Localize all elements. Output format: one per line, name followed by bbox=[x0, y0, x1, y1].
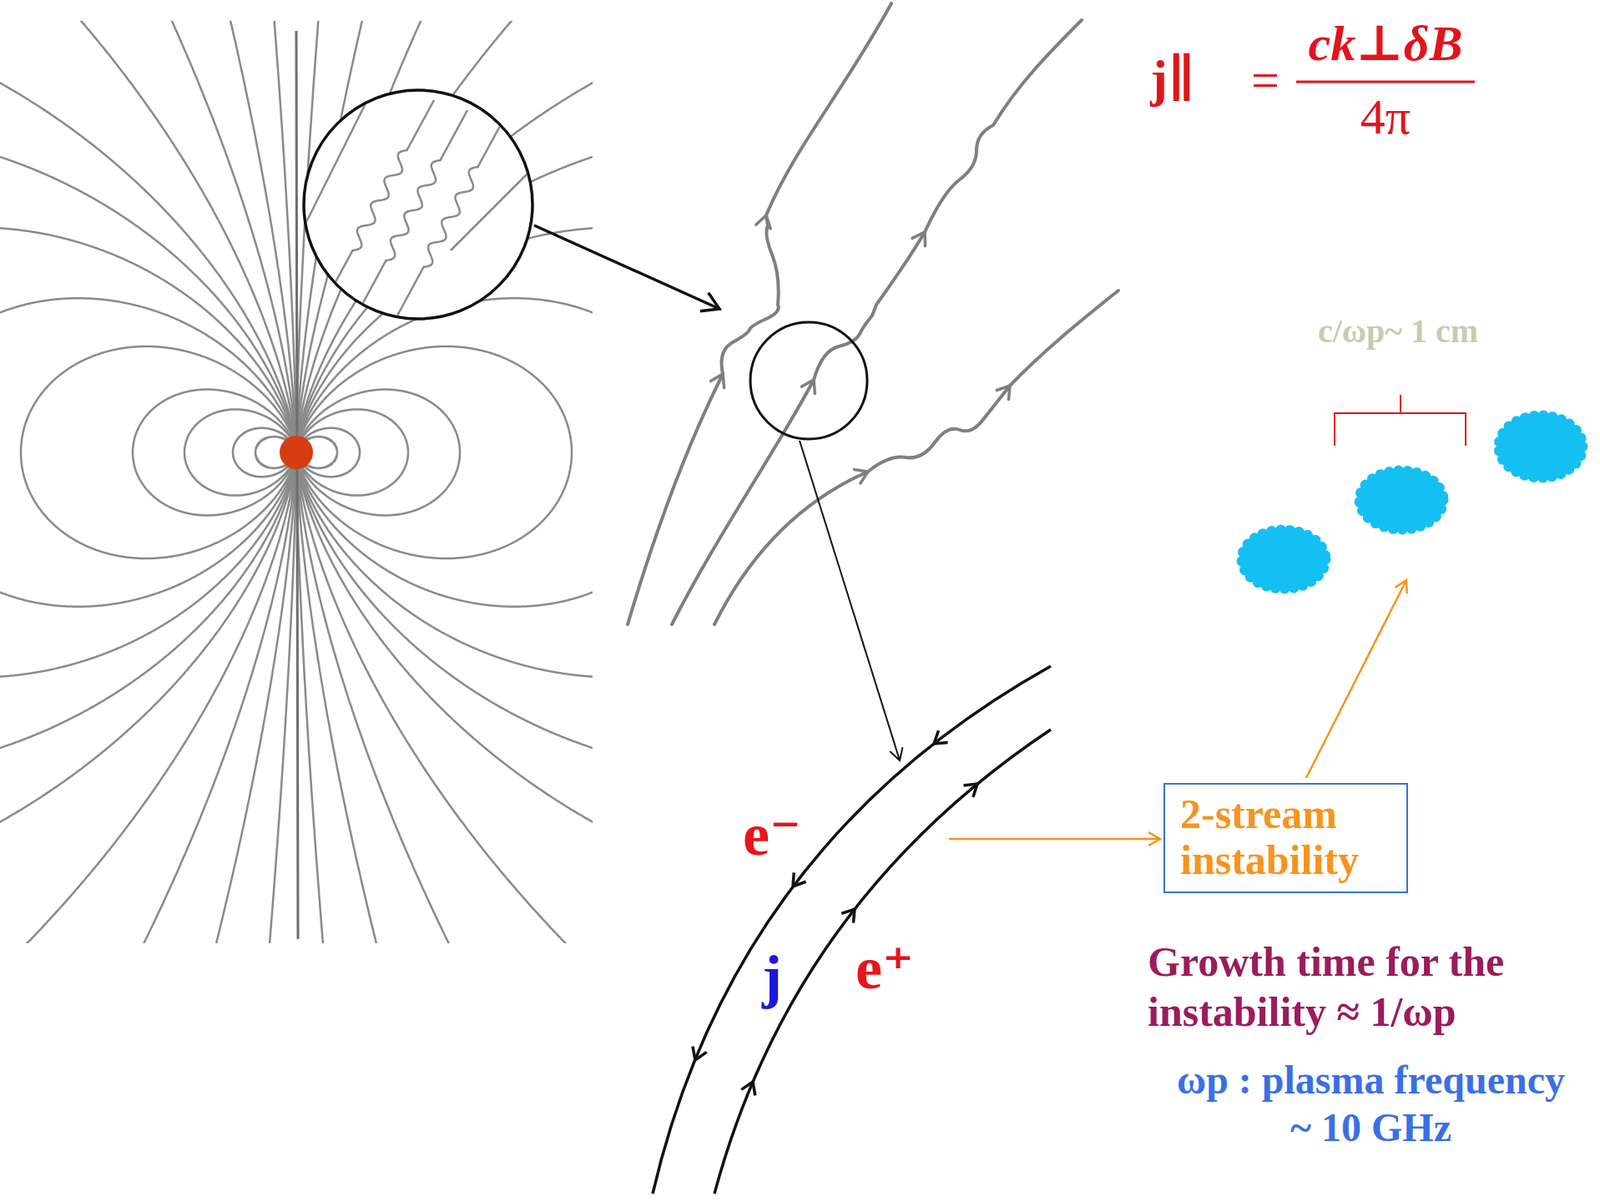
perturbed-field-lines bbox=[627, 3, 1119, 625]
arrowhead bbox=[912, 227, 932, 246]
scale-bracket bbox=[1334, 394, 1466, 446]
zoom-circle bbox=[303, 90, 533, 319]
arrowhead bbox=[996, 380, 1016, 399]
field-line bbox=[241, 20, 297, 944]
field-line bbox=[450, 150, 551, 251]
current-label: j bbox=[762, 946, 783, 1007]
arrowhead bbox=[787, 872, 807, 891]
plasma-cloud bbox=[1359, 470, 1444, 530]
field-line bbox=[296, 389, 460, 516]
process-box: 2-stream instability bbox=[1163, 782, 1409, 894]
arrowhead bbox=[688, 1046, 707, 1064]
field-line bbox=[132, 389, 297, 516]
zoom-circle-fill bbox=[303, 90, 533, 319]
formula-lhs: j∥ bbox=[1150, 52, 1195, 105]
field-line bbox=[0, 20, 297, 944]
equals-sign: = bbox=[1251, 55, 1280, 106]
pointer-arrow bbox=[1306, 580, 1407, 778]
field-line bbox=[128, 20, 297, 944]
magnetic-axis bbox=[296, 30, 298, 939]
formula-denominator: 4π bbox=[1360, 91, 1411, 142]
electron-stream bbox=[652, 666, 1051, 1194]
field-line bbox=[20, 346, 297, 559]
field-line bbox=[627, 3, 892, 625]
positron-label: e⁺ bbox=[855, 938, 914, 999]
plasma-cloud bbox=[1241, 529, 1326, 589]
formula-numerator: ck⊥δB bbox=[1308, 18, 1464, 69]
zoom-arrow bbox=[534, 225, 720, 309]
field-arrowheads bbox=[711, 213, 1016, 484]
positron-stream bbox=[714, 729, 1051, 1194]
electron-label: e⁻ bbox=[742, 804, 802, 865]
arrowhead bbox=[700, 292, 724, 318]
box-label: 2-stream instability bbox=[1180, 791, 1392, 884]
dipole-field-lines bbox=[0, 20, 593, 944]
neutron-star bbox=[279, 435, 313, 470]
field-line bbox=[184, 408, 297, 495]
field-line bbox=[0, 20, 297, 944]
arrowhead bbox=[801, 376, 820, 394]
field-line bbox=[296, 20, 593, 944]
counter-streams bbox=[652, 666, 1051, 1194]
arrowhead bbox=[711, 370, 730, 389]
field-line bbox=[671, 20, 1082, 625]
length-scale: c/ωp~ 1 cm bbox=[1317, 314, 1479, 349]
field-line bbox=[714, 290, 1119, 625]
field-line bbox=[296, 408, 409, 495]
field-line bbox=[296, 20, 593, 944]
plasma-frequency-note: ωp : plasma frequency ~ 10 GHz bbox=[1164, 1055, 1578, 1151]
pointer-arrow bbox=[948, 837, 1161, 841]
arrowhead bbox=[756, 213, 774, 229]
field-line bbox=[0, 227, 297, 678]
field-line bbox=[296, 346, 572, 559]
arrowhead bbox=[1395, 576, 1414, 594]
arrowhead bbox=[741, 1078, 760, 1096]
field-line bbox=[0, 20, 297, 909]
field-line bbox=[396, 116, 505, 318]
zoom-arrow bbox=[799, 440, 900, 761]
plasma-cloud bbox=[1499, 415, 1583, 478]
zoom-circle bbox=[750, 322, 868, 440]
arrowhead bbox=[854, 464, 872, 484]
arrowhead bbox=[841, 903, 861, 923]
fraction-bar bbox=[1296, 80, 1475, 84]
field-line bbox=[358, 110, 468, 311]
growth-time-note: Growth time for the instability ≈ 1/ωp bbox=[1147, 936, 1549, 1037]
arrowhead bbox=[963, 777, 982, 798]
zoom-field-lines bbox=[292, 83, 551, 318]
arrowhead bbox=[889, 747, 906, 763]
arrowhead bbox=[1148, 832, 1161, 846]
arrowhead bbox=[928, 730, 948, 750]
plasma-bunches bbox=[1241, 415, 1583, 589]
